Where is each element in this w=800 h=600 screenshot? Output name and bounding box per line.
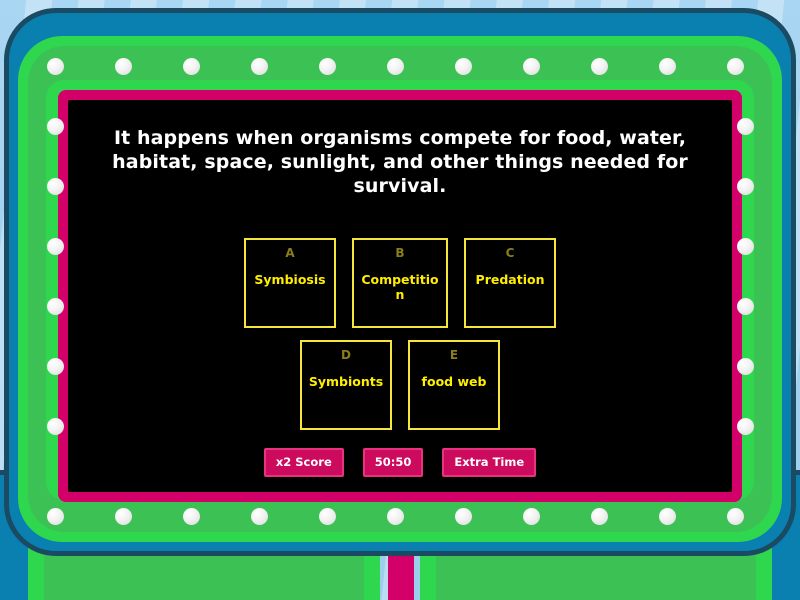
fifty-fifty-button[interactable]: 50:50 [362, 448, 424, 477]
answer-label: Symbionts [308, 374, 384, 389]
marquee-bulb [737, 298, 754, 315]
marquee-bulb [47, 298, 64, 315]
marquee-bulb [183, 58, 200, 75]
marquee-bulb [737, 118, 754, 135]
marquee-bulb [737, 418, 754, 435]
marquee-bulb [251, 508, 268, 525]
extra-time-button[interactable]: Extra Time [442, 448, 537, 477]
marquee-bulb [47, 508, 64, 525]
answer-option-a[interactable]: A Symbiosis [244, 238, 336, 328]
marquee-bulb [591, 508, 608, 525]
marquee-bulb [523, 508, 540, 525]
marquee-bulb [115, 58, 132, 75]
marquee-bulb [47, 418, 64, 435]
marquee-bulb [455, 508, 472, 525]
answer-option-d[interactable]: D Symbionts [300, 340, 392, 430]
answer-letter: A [285, 246, 295, 260]
answer-label: Symbiosis [254, 272, 326, 287]
marquee-bulb [591, 58, 608, 75]
marquee-bulb [115, 508, 132, 525]
answer-label: Competition [361, 272, 439, 302]
answer-option-c[interactable]: C Predation [464, 238, 556, 328]
marquee-bulb [659, 58, 676, 75]
double-score-button[interactable]: x2 Score [263, 448, 344, 477]
question-text: It happens when organisms compete for fo… [112, 127, 688, 197]
marquee-bulb [251, 58, 268, 75]
marquee-bulb [47, 58, 64, 75]
answer-letter: D [341, 348, 351, 362]
marquee-bulb [387, 58, 404, 75]
marquee-bulb [455, 58, 472, 75]
arcade-cabinet: It happens when organisms compete for fo… [4, 8, 796, 564]
marquee-bulb [387, 508, 404, 525]
answer-label: food web [421, 374, 487, 389]
marquee-bulb [47, 358, 64, 375]
marquee-bulb [319, 508, 336, 525]
marquee-bulb [727, 58, 744, 75]
marquee-bulb [47, 178, 64, 195]
quiz-screen: It happens when organisms compete for fo… [68, 100, 732, 492]
answer-letter: B [395, 246, 405, 260]
powerup-bar: x2 Score 50:50 Extra Time [68, 448, 732, 477]
marquee-bulb [659, 508, 676, 525]
marquee-bulb [737, 238, 754, 255]
answer-options-row-1: A Symbiosis B Competition C Predation [68, 238, 732, 328]
marquee-bulb [737, 358, 754, 375]
answer-option-b[interactable]: B Competition [352, 238, 448, 328]
marquee-bulb [737, 178, 754, 195]
answer-label: Predation [475, 272, 545, 287]
marquee-bulb [727, 508, 744, 525]
marquee-bulb [183, 508, 200, 525]
answer-letter: E [449, 348, 459, 362]
marquee-bulb [319, 58, 336, 75]
answer-letter: C [505, 246, 515, 260]
marquee-bulb [47, 238, 64, 255]
marquee-bulb [47, 118, 64, 135]
marquee-bulb [523, 58, 540, 75]
